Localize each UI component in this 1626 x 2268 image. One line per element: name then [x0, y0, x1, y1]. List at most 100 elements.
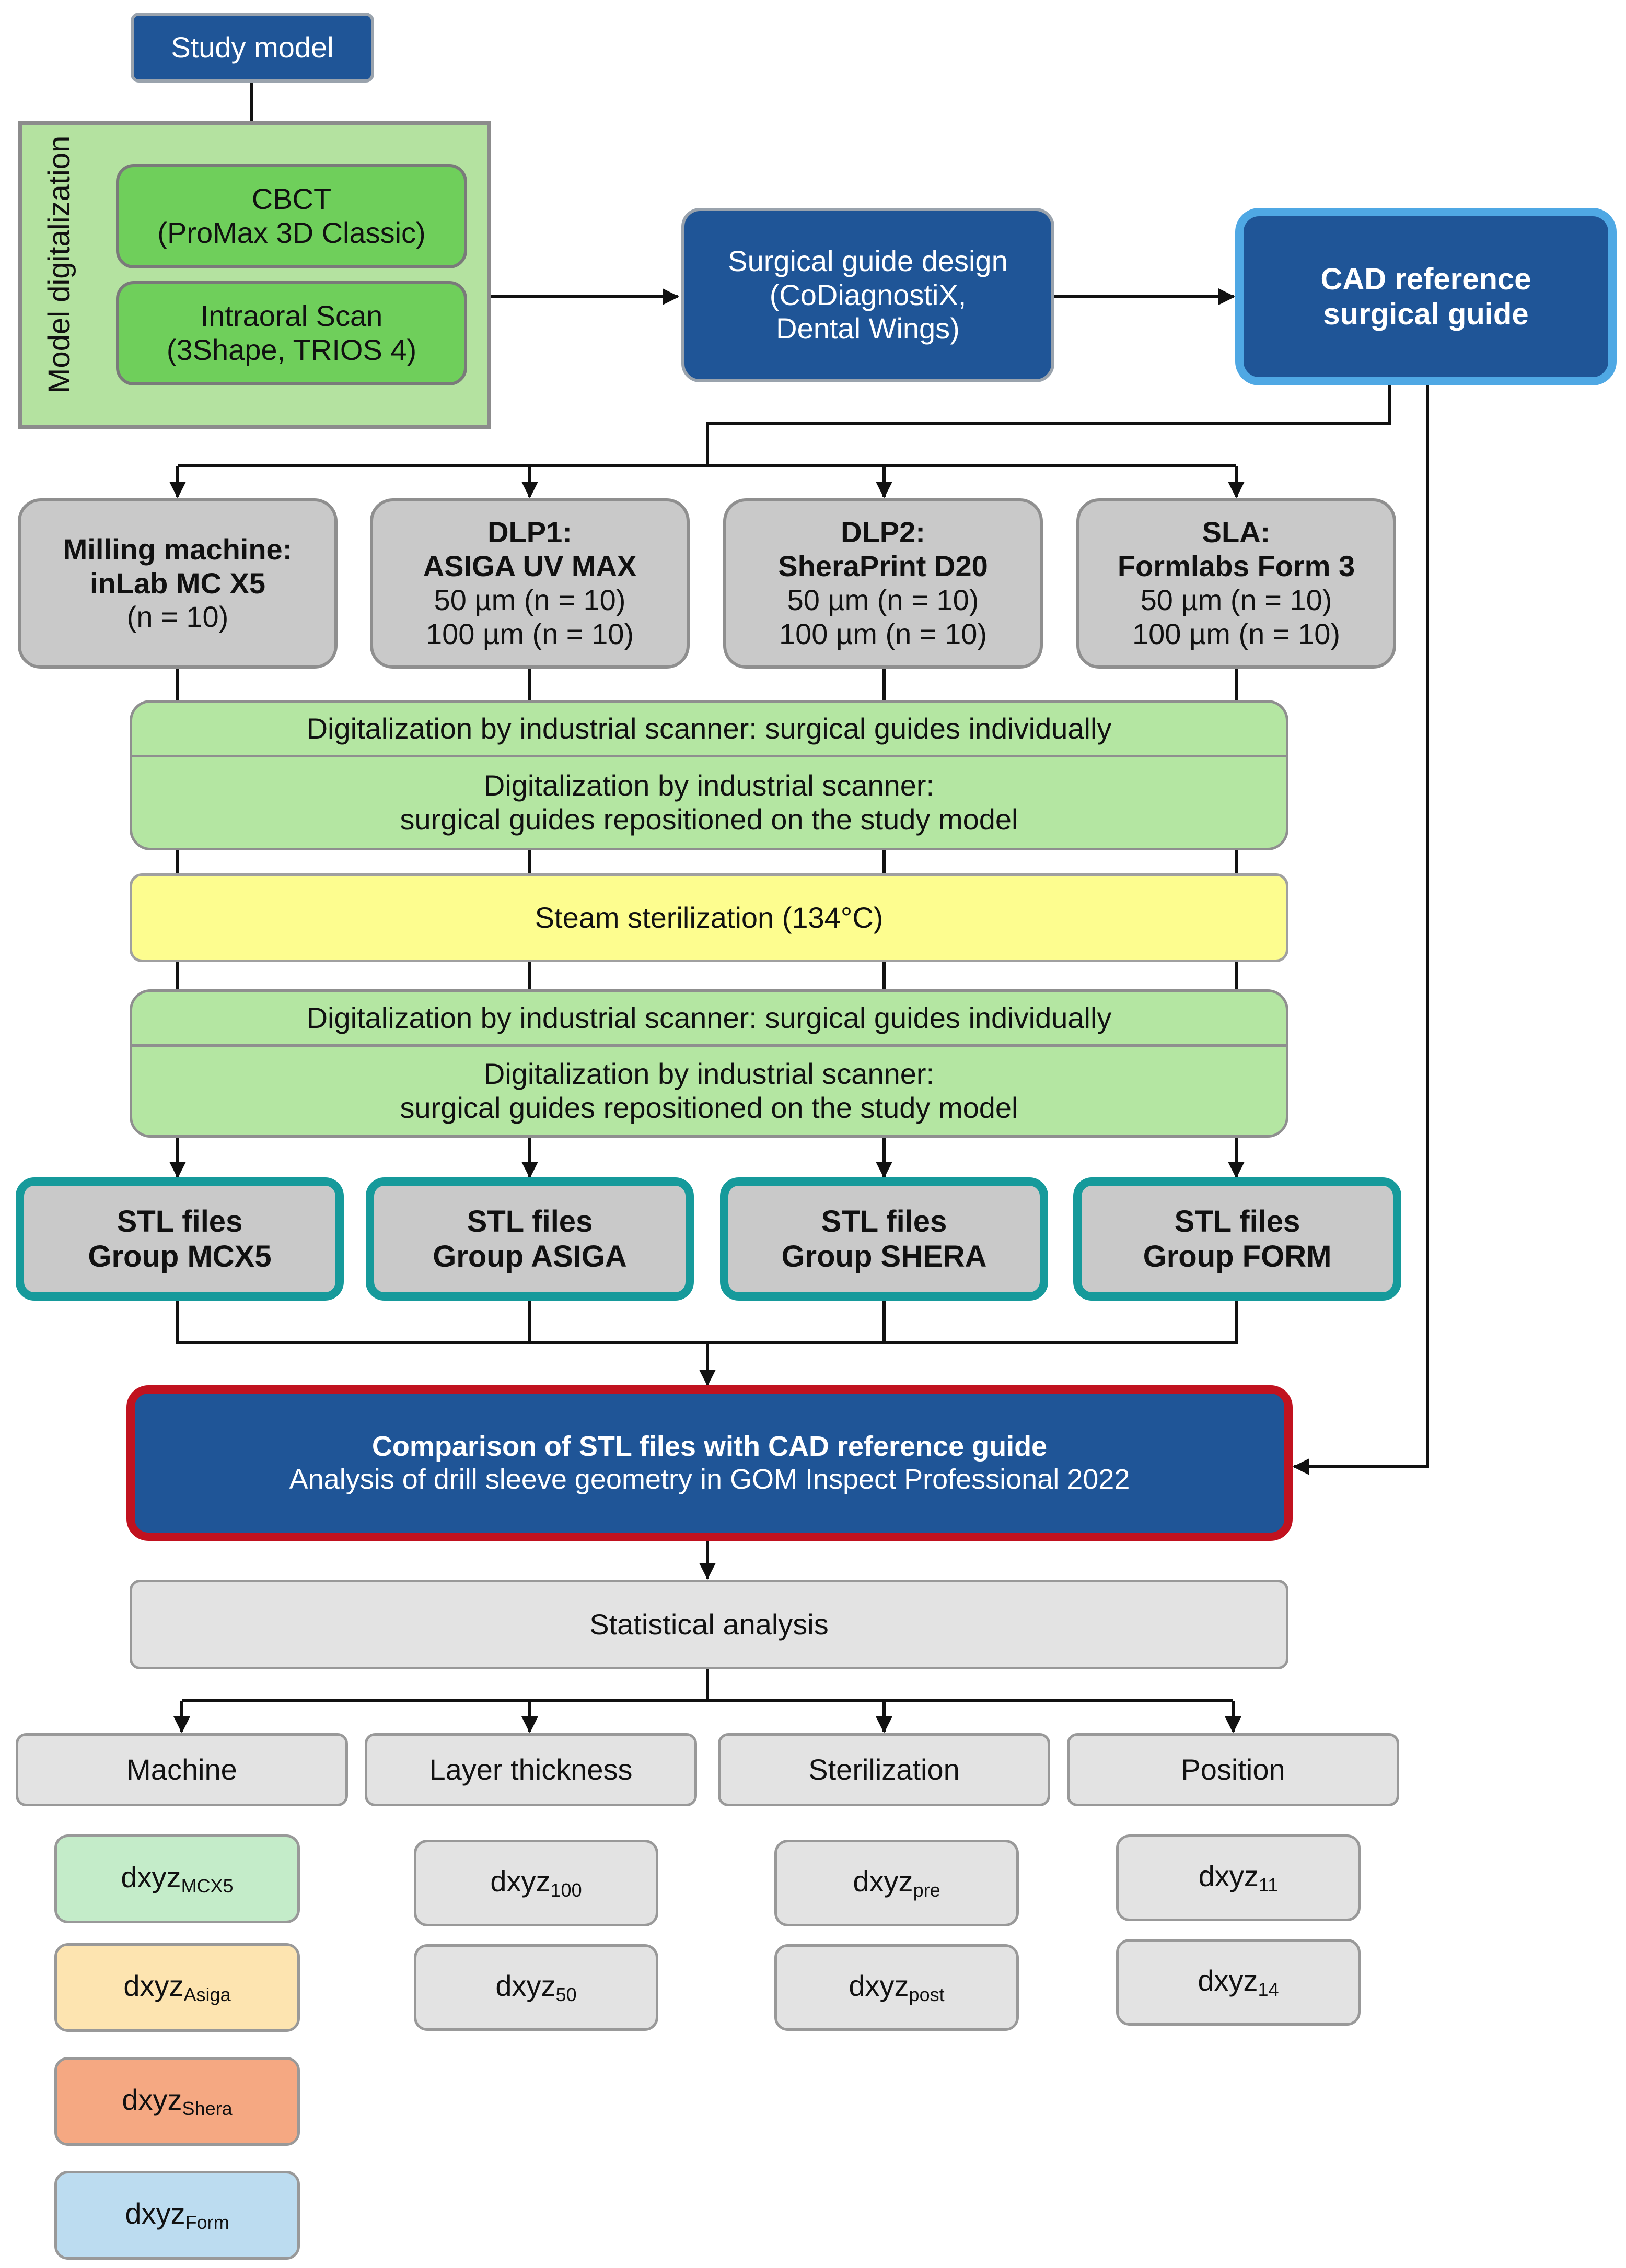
stl-title: STL files	[467, 1204, 593, 1238]
var-label: dxyzShera	[122, 2083, 233, 2120]
machine-type: DLP1:	[487, 516, 572, 549]
var-label: dxyz50	[495, 1969, 577, 2006]
var-dxyz-asiga: dxyzAsiga	[54, 1943, 300, 2032]
scan-repositioned-row: Digitalization by industrial scanner: su…	[132, 757, 1286, 848]
factor-label: Sterilization	[808, 1752, 960, 1786]
var-dxyz-14: dxyz14	[1116, 1939, 1361, 2026]
scan-block-pre: Digitalization by industrial scanner: su…	[130, 700, 1288, 850]
var-dxyz-11: dxyz11	[1116, 1834, 1361, 1921]
design-software: (CoDiagnostiX,	[769, 278, 967, 311]
factor-machine: Machine	[16, 1733, 348, 1806]
scan-individual-label: Digitalization by industrial scanner: su…	[306, 711, 1112, 745]
var-dxyz-pre: dxyzpre	[774, 1840, 1019, 1926]
intraoral-device: (3Shape, TRIOS 4)	[166, 333, 417, 366]
scan-individual-label: Digitalization by industrial scanner: su…	[306, 1001, 1112, 1034]
stl-title: STL files	[1174, 1204, 1300, 1238]
divider	[132, 1044, 1286, 1047]
cad-title: CAD reference	[1320, 262, 1531, 296]
cad-subtitle: surgical guide	[1323, 297, 1529, 331]
var-dxyz-50: dxyz50	[414, 1944, 658, 2031]
line-cad-to-comparison	[1293, 385, 1429, 1475]
scan-individual-row: Digitalization by industrial scanner: su…	[132, 703, 1286, 755]
design-title: Surgical guide design	[728, 244, 1008, 277]
scan-repositioned-line2: surgical guides repositioned on the stud…	[400, 802, 1018, 836]
machine-model: SheraPrint D20	[778, 550, 988, 583]
stl-group-name: Group MCX5	[88, 1240, 272, 1273]
var-label: dxyzpost	[849, 1969, 945, 2006]
surgical-guide-design-box: Surgical guide design (CoDiagnostiX, Den…	[681, 208, 1054, 382]
scan-repositioned-line1: Digitalization by industrial scanner:	[483, 1057, 935, 1090]
machine-sample: (n = 10)	[126, 600, 229, 634]
scan-repositioned-line2: surgical guides repositioned on the stud…	[400, 1091, 1018, 1124]
machine-model: ASIGA UV MAX	[423, 550, 637, 583]
comparison-title: Comparison of STL files with CAD referen…	[371, 1431, 1048, 1463]
cbct-title: CBCT	[251, 182, 332, 216]
factor-layer-thickness: Layer thickness	[365, 1733, 697, 1806]
machine-type: Milling machine:	[63, 532, 293, 566]
statistical-label: Statistical analysis	[589, 1607, 829, 1641]
study-model-box: Study model	[131, 13, 374, 83]
machine-type: SLA:	[1202, 516, 1271, 549]
stl-group-shera: STL files Group SHERA	[720, 1177, 1048, 1301]
var-dxyz-mcx5: dxyzMCX5	[54, 1834, 300, 1923]
var-label: dxyzAsiga	[123, 1969, 231, 2006]
factor-label: Machine	[126, 1752, 237, 1786]
machine-sample-50: 50 µm (n = 10)	[434, 583, 626, 616]
machine-box-dlp1: DLP1: ASIGA UV MAX 50 µm (n = 10) 100 µm…	[370, 498, 690, 669]
stl-group-name: Group ASIGA	[433, 1240, 627, 1273]
comparison-box: Comparison of STL files with CAD referen…	[126, 1385, 1293, 1541]
machine-sample-50: 50 µm (n = 10)	[1140, 583, 1332, 616]
study-model-label: Study model	[171, 30, 334, 64]
var-label: dxyz11	[1198, 1860, 1279, 1896]
sterilization-box: Steam sterilization (134°C)	[130, 873, 1288, 962]
factor-position: Position	[1067, 1733, 1399, 1806]
var-label: dxyz100	[490, 1865, 582, 1901]
stl-group-form: STL files Group FORM	[1073, 1177, 1401, 1301]
comparison-subtitle: Analysis of drill sleeve geometry in GOM…	[289, 1464, 1130, 1495]
machine-box-dlp2: DLP2: SheraPrint D20 50 µm (n = 10) 100 …	[723, 498, 1043, 669]
stl-group-asiga: STL files Group ASIGA	[366, 1177, 694, 1301]
model-digitalization-label: Model digitalization	[42, 135, 76, 393]
intraoral-title: Intraoral Scan	[200, 299, 383, 333]
statistical-analysis-box: Statistical analysis	[130, 1580, 1288, 1669]
sterilization-label: Steam sterilization (134°C)	[535, 901, 884, 934]
var-label: dxyzForm	[125, 2197, 229, 2234]
machine-sample-100: 100 µm (n = 10)	[1132, 617, 1340, 650]
machine-type: DLP2:	[841, 516, 925, 549]
stl-group-name: Group SHERA	[781, 1240, 987, 1273]
var-label: dxyz14	[1198, 1964, 1279, 2001]
cbct-box: CBCT (ProMax 3D Classic)	[116, 164, 467, 268]
scan-repositioned-line1: Digitalization by industrial scanner:	[483, 768, 935, 802]
scan-repositioned-row: Digitalization by industrial scanner: su…	[132, 1047, 1286, 1135]
cad-reference-box: CAD reference surgical guide	[1235, 208, 1617, 385]
factor-label: Layer thickness	[429, 1752, 633, 1786]
machine-box-milling: Milling machine: inLab MC X5 (n = 10)	[18, 498, 338, 669]
intraoral-scan-box: Intraoral Scan (3Shape, TRIOS 4)	[116, 281, 467, 385]
cbct-device: (ProMax 3D Classic)	[157, 216, 426, 249]
machine-sample-100: 100 µm (n = 10)	[425, 617, 634, 650]
stl-group-mcx5: STL files Group MCX5	[16, 1177, 344, 1301]
var-dxyz-100: dxyz100	[414, 1840, 658, 1926]
var-label: dxyzMCX5	[121, 1861, 234, 1897]
machine-model: inLab MC X5	[89, 566, 266, 600]
stl-group-name: Group FORM	[1143, 1240, 1332, 1273]
factor-label: Position	[1181, 1752, 1285, 1786]
machine-sample-100: 100 µm (n = 10)	[779, 617, 987, 650]
var-dxyz-shera: dxyzShera	[54, 2057, 300, 2146]
design-vendor: Dental Wings)	[776, 312, 960, 345]
machine-model: Formlabs Form 3	[1117, 550, 1355, 583]
var-dxyz-post: dxyzpost	[774, 1944, 1019, 2031]
machine-sample-50: 50 µm (n = 10)	[787, 583, 979, 616]
divider	[132, 755, 1286, 757]
machine-box-sla: SLA: Formlabs Form 3 50 µm (n = 10) 100 …	[1076, 498, 1396, 669]
stl-title: STL files	[821, 1204, 947, 1238]
var-label: dxyzpre	[853, 1865, 940, 1901]
stl-title: STL files	[117, 1204, 243, 1238]
scan-block-post: Digitalization by industrial scanner: su…	[130, 989, 1288, 1138]
scan-individual-row: Digitalization by industrial scanner: su…	[132, 992, 1286, 1044]
var-dxyz-form: dxyzForm	[54, 2171, 300, 2260]
factor-sterilization: Sterilization	[718, 1733, 1050, 1806]
line-cad-to-split	[706, 385, 1391, 466]
